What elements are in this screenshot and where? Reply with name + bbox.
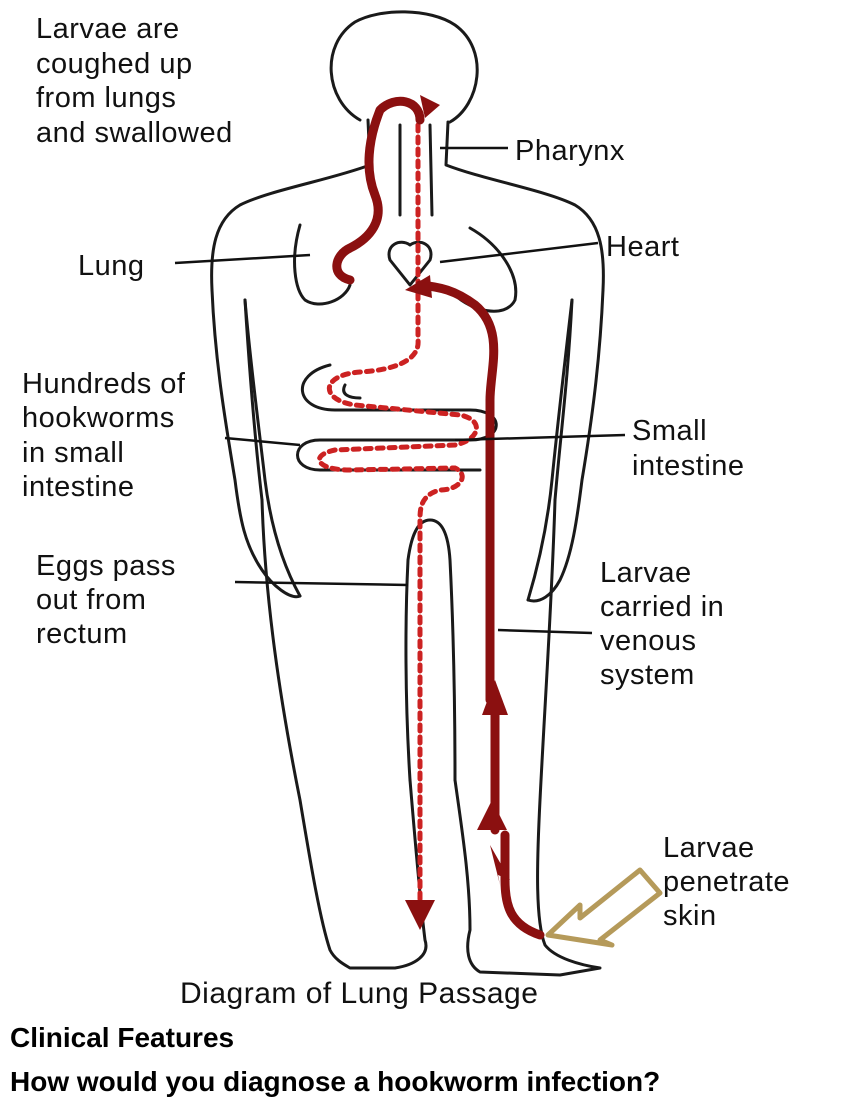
question-text: How would you diagnose a hookworm infect… bbox=[10, 1066, 661, 1097]
label-eggs: Eggs pass out from rectum bbox=[36, 550, 184, 650]
solid-path bbox=[332, 96, 545, 940]
leader-lines bbox=[174, 146, 626, 635]
label-larvae-venous: Larvae carried in venous system bbox=[600, 557, 733, 691]
label-larvae-coughed: Larvae are coughed up from lungs and swa… bbox=[36, 13, 233, 149]
label-heart: Heart bbox=[606, 231, 679, 263]
label-small-intestine: Small intestine bbox=[632, 415, 745, 482]
skin-penetration-arrow-icon bbox=[545, 867, 663, 948]
solid-path-arrowheads bbox=[405, 95, 510, 885]
diagram-caption: Diagram of Lung Passage bbox=[180, 977, 538, 1010]
label-larvae-skin: Larvae penetrate skin bbox=[663, 832, 799, 932]
section-heading: Clinical Features bbox=[10, 1022, 235, 1053]
label-hookworms: Hundreds of hookworms in small intestine bbox=[22, 368, 194, 503]
label-pharynx: Pharynx bbox=[515, 135, 625, 167]
dotted-path bbox=[316, 122, 479, 930]
label-lung: Lung bbox=[78, 250, 145, 282]
